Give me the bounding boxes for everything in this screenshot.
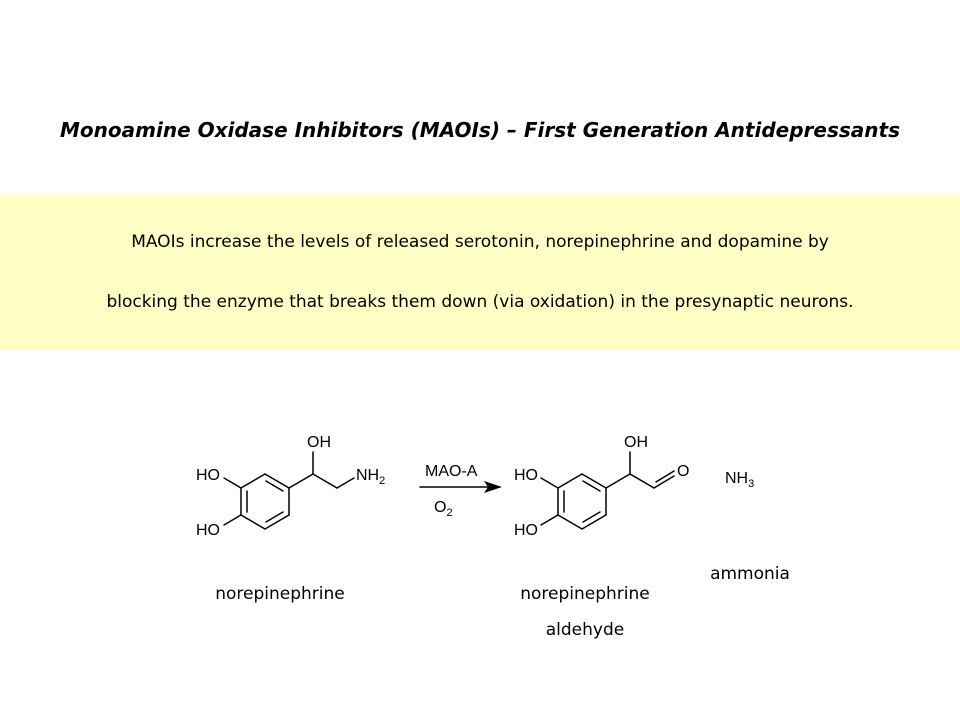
reactant-amine: NH2 <box>356 467 385 487</box>
ammonia-caption: ammonia <box>710 564 790 584</box>
reactant-oh: OH <box>307 434 331 451</box>
product-ho-bottom: HO <box>514 522 538 539</box>
product-caption: norepinephrine aldehyde <box>500 581 670 643</box>
product-ring <box>540 451 675 530</box>
product-ho-top: HO <box>514 467 538 484</box>
info-band: MAOIs increase the levels of released se… <box>0 195 960 350</box>
slide-title: Monoamine Oxidase Inhibitors (MAOIs) – F… <box>60 118 900 142</box>
reactant-ho-top: HO <box>196 467 220 484</box>
reagent-oxygen: O2 <box>434 499 453 519</box>
product-carbonyl-o: O <box>677 463 689 480</box>
info-line-2: blocking the enzyme that breaks them dow… <box>106 292 854 312</box>
info-line-1: MAOIs increase the levels of released se… <box>131 232 829 252</box>
product-oh: OH <box>624 434 648 451</box>
reagent-enzyme: MAO-A <box>425 463 478 480</box>
reactant-ring <box>223 451 355 530</box>
reactant-ho-bottom: HO <box>196 522 220 539</box>
arrow-head <box>484 481 502 493</box>
product-caption-line-1: norepinephrine <box>520 584 650 604</box>
product-caption-line-2: aldehyde <box>545 620 625 640</box>
reactant-caption: norepinephrine <box>215 584 345 604</box>
ammonia-formula: NH3 <box>725 470 754 490</box>
